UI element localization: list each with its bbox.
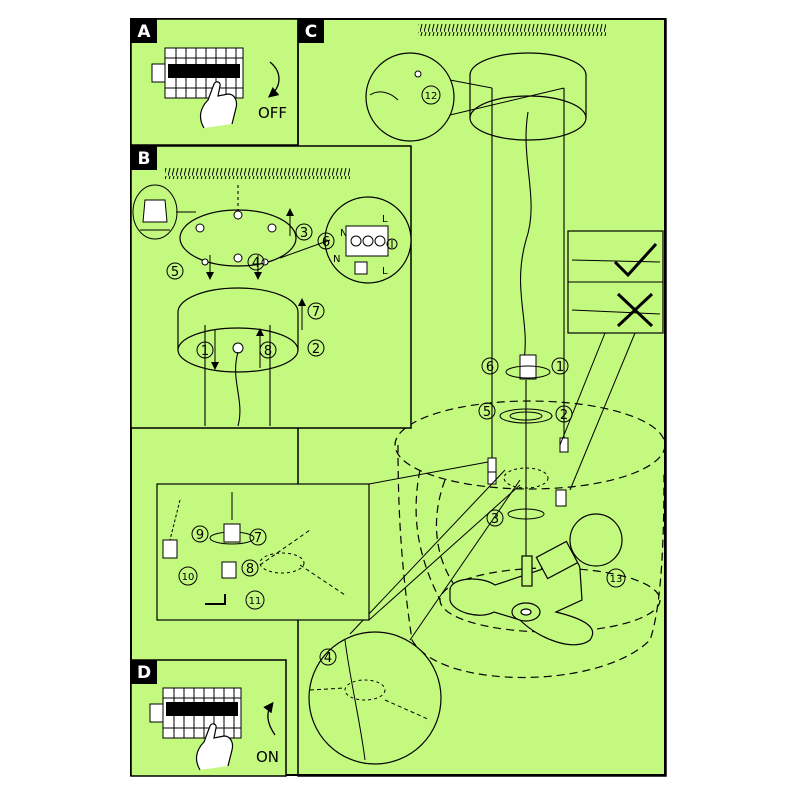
panel-a-letter: A <box>137 22 151 42</box>
terminal-n-bottom: N <box>333 254 340 265</box>
breaker-switch-icon <box>149 687 242 739</box>
panel-d-letter: D <box>137 663 151 683</box>
on-label: ON <box>256 748 279 766</box>
panel-b-letter: B <box>138 149 151 169</box>
callout-9: 9 <box>196 528 204 543</box>
callout-2-c: 2 <box>560 408 568 423</box>
callout-2-b: 2 <box>312 342 320 357</box>
callout-1-c: 1 <box>556 360 564 375</box>
callout-12: 12 <box>425 91 438 102</box>
breaker-switch-icon <box>151 47 244 99</box>
callout-5-c: 5 <box>483 405 491 420</box>
panel-c: C <box>297 18 667 777</box>
callout-7-sub: 7 <box>254 531 262 546</box>
callout-10: 10 <box>182 572 195 583</box>
callout-4-b: 4 <box>252 256 260 271</box>
panel-a: A OFF <box>130 18 299 146</box>
ceiling-hatch <box>418 24 606 36</box>
hand-pointer-icon <box>195 723 234 771</box>
rotate-arrow-icon <box>268 61 280 98</box>
callout-3-b: 3 <box>300 226 308 241</box>
panel-c-letter: C <box>305 22 317 42</box>
callouts: 5 4 3 6 7 2 1 8 12 6 1 5 2 3 13 4 9 7 8 … <box>166 85 626 666</box>
canopy-b <box>177 287 299 373</box>
subpanel-socket-detail <box>156 461 521 621</box>
lamp-body <box>449 555 593 646</box>
callout-13: 13 <box>610 574 623 585</box>
ground-symbol-icon <box>386 238 398 250</box>
cross-mark-icon <box>616 292 654 328</box>
terminal-n-top: N <box>340 228 347 239</box>
callout-1-b: 1 <box>201 344 209 359</box>
callout-11: 11 <box>249 596 262 607</box>
panel-d: D ON <box>130 659 287 777</box>
canopy <box>469 52 587 141</box>
rotate-arrow-icon <box>263 701 276 736</box>
callout-3-c: 3 <box>491 512 499 527</box>
callout-6-b: 6 <box>322 235 330 250</box>
off-label: OFF <box>258 104 287 122</box>
check-mark-icon <box>613 242 658 278</box>
callout-8-b: 8 <box>264 344 272 359</box>
terminal-l-top: L <box>382 214 388 225</box>
wall-plug-icon <box>132 184 178 240</box>
terminal-l-bottom: L <box>382 266 388 277</box>
panel-b: B N L N <box>130 145 412 429</box>
callout-4-c: 4 <box>324 651 332 666</box>
callout-7-b: 7 <box>312 305 320 320</box>
callout-8-sub: 8 <box>246 562 254 577</box>
hand-pointer-icon <box>199 81 238 129</box>
callout-6-c: 6 <box>486 360 494 375</box>
bulb <box>535 513 623 580</box>
callout-5-b: 5 <box>171 265 179 280</box>
